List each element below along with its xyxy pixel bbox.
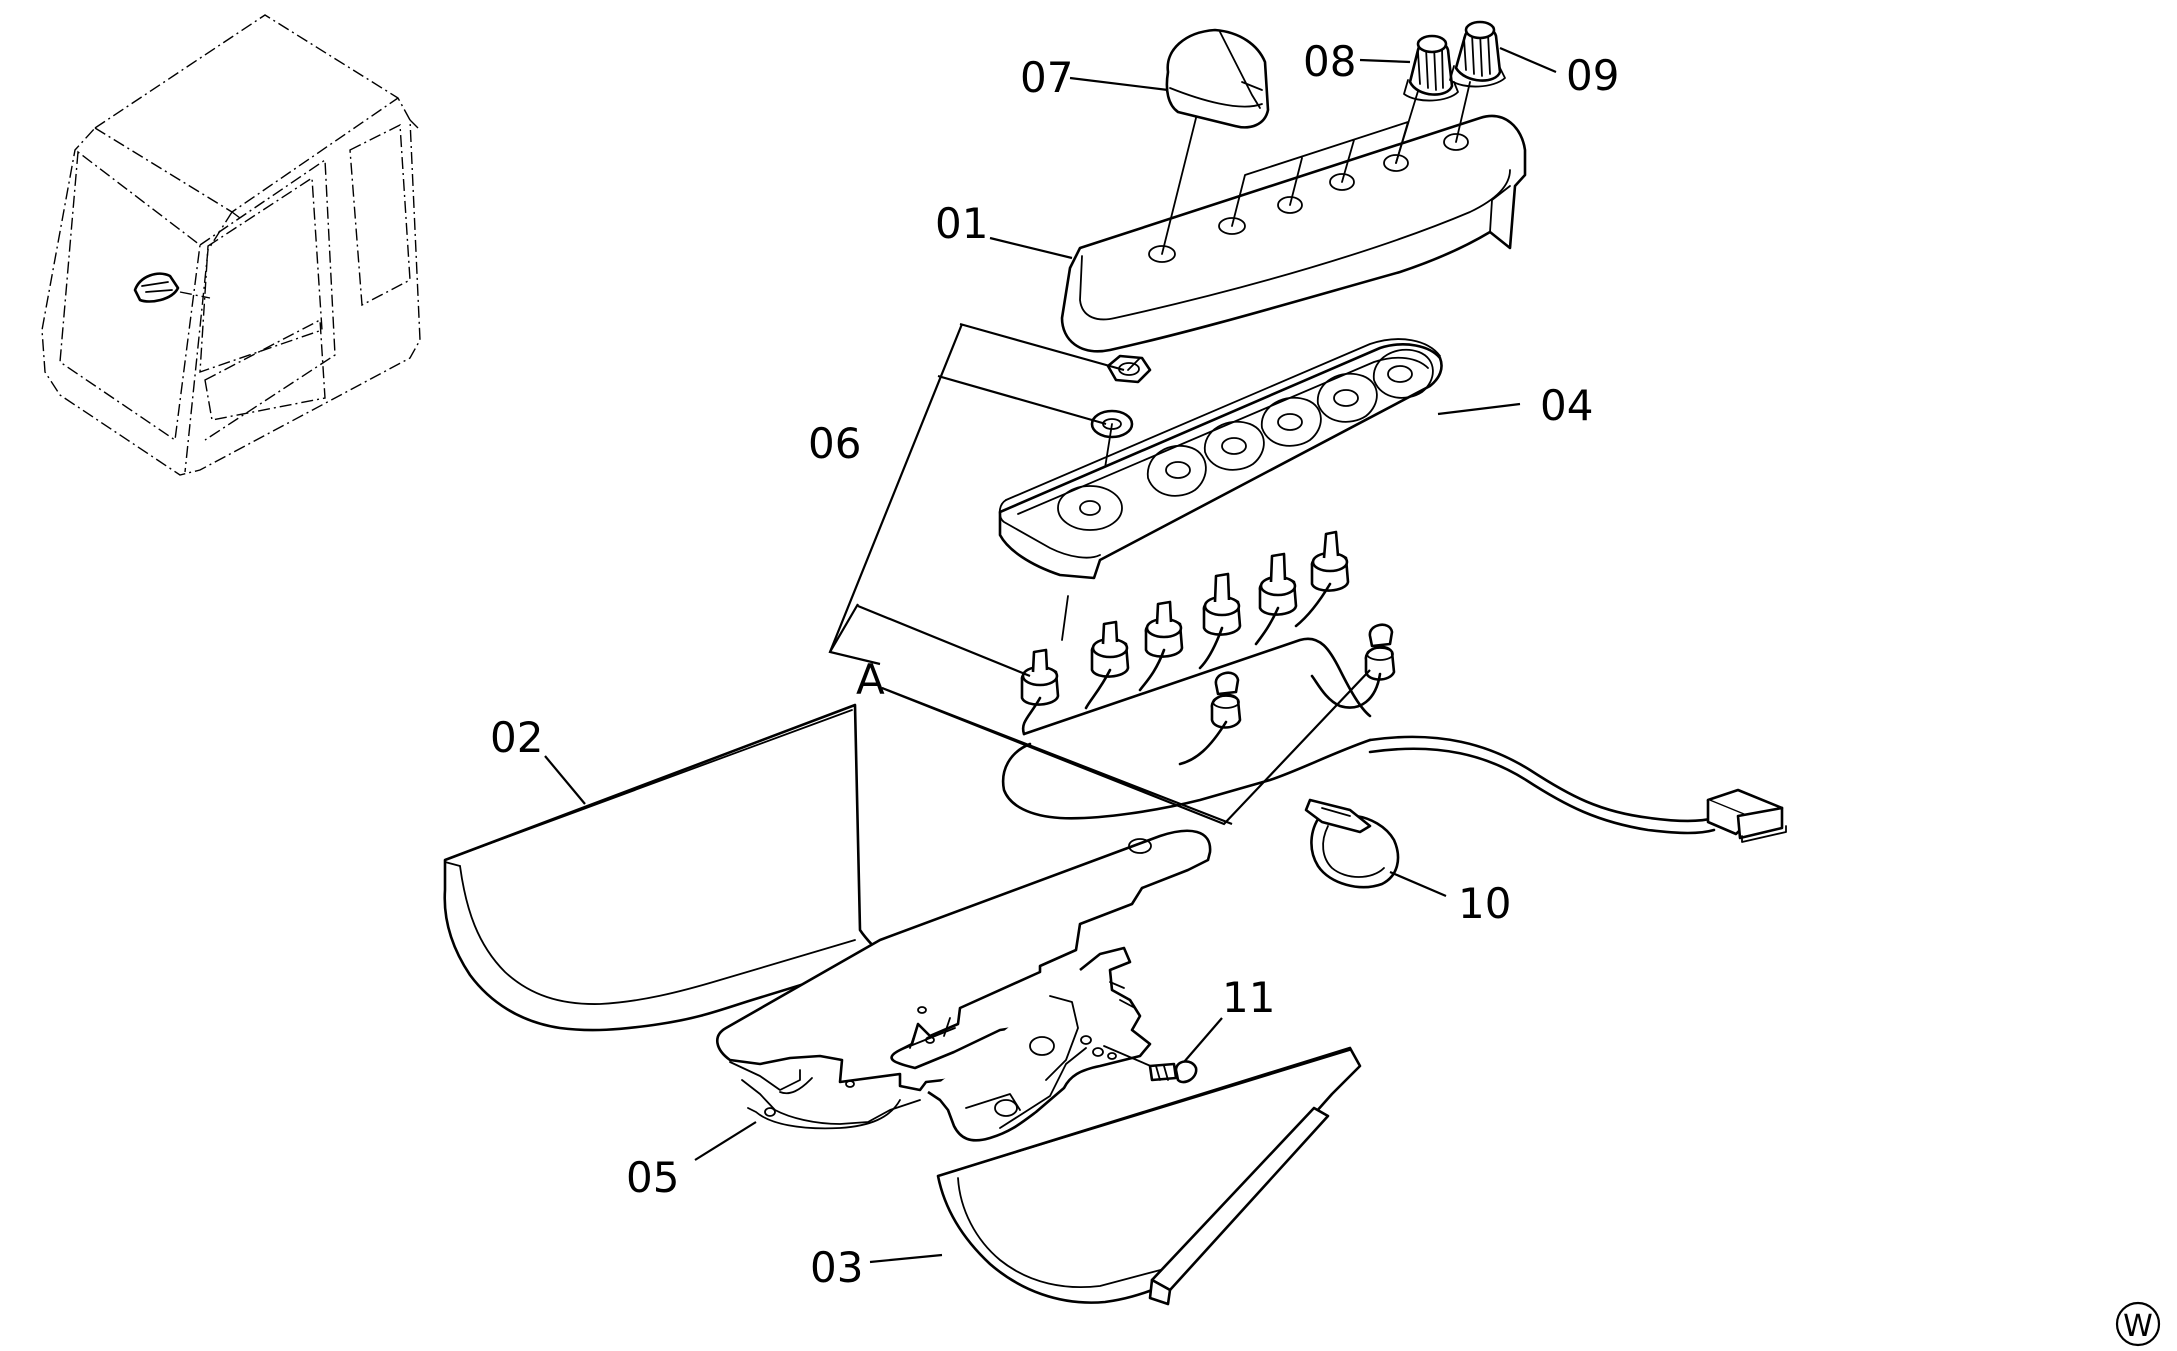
callout-09: 09	[1566, 51, 1619, 100]
toggle-switch	[1144, 600, 1184, 658]
switch-panel	[998, 338, 1443, 641]
callout-03: 03	[810, 1243, 863, 1292]
indicator-lamp	[1364, 623, 1396, 681]
view-marker-a: A	[856, 655, 885, 704]
callout-02: 02	[490, 713, 543, 762]
callout-10: 10	[1458, 879, 1511, 928]
callout-01: 01	[935, 199, 988, 248]
cab-overview	[41, 14, 421, 476]
toggle-switch	[1202, 572, 1242, 636]
callout-05: 05	[626, 1153, 679, 1202]
screw	[1103, 1045, 1198, 1084]
toggle-switch	[1310, 530, 1350, 592]
small-knob-09	[1449, 20, 1506, 88]
callout-06-bracket	[828, 322, 1125, 678]
corner-symbol-letter: W	[2123, 1309, 2153, 1344]
toggle-switch	[1020, 648, 1060, 706]
switch-harness	[1001, 530, 1787, 843]
mounting-bracket	[716, 829, 1212, 1142]
right-side-cover	[936, 1046, 1362, 1306]
toggle-switch	[1258, 552, 1298, 616]
panel-location-icon	[133, 272, 211, 303]
hose-clamp	[1304, 798, 1400, 889]
callout-04: 04	[1540, 381, 1593, 430]
upper-cover	[1060, 77, 1527, 353]
rotary-knob	[1165, 28, 1270, 129]
callout-08: 08	[1303, 37, 1356, 86]
callout-11: 11	[1222, 973, 1275, 1022]
toggle-switch	[1090, 620, 1130, 678]
callout-06: 06	[808, 419, 861, 468]
small-knob-08	[1403, 34, 1459, 102]
corner-symbol: W	[2115, 1301, 2161, 1347]
leader-lines	[544, 46, 1557, 1264]
harness-connector	[1706, 788, 1787, 843]
indicator-lamp	[1210, 671, 1242, 729]
callout-07: 07	[1020, 53, 1073, 102]
